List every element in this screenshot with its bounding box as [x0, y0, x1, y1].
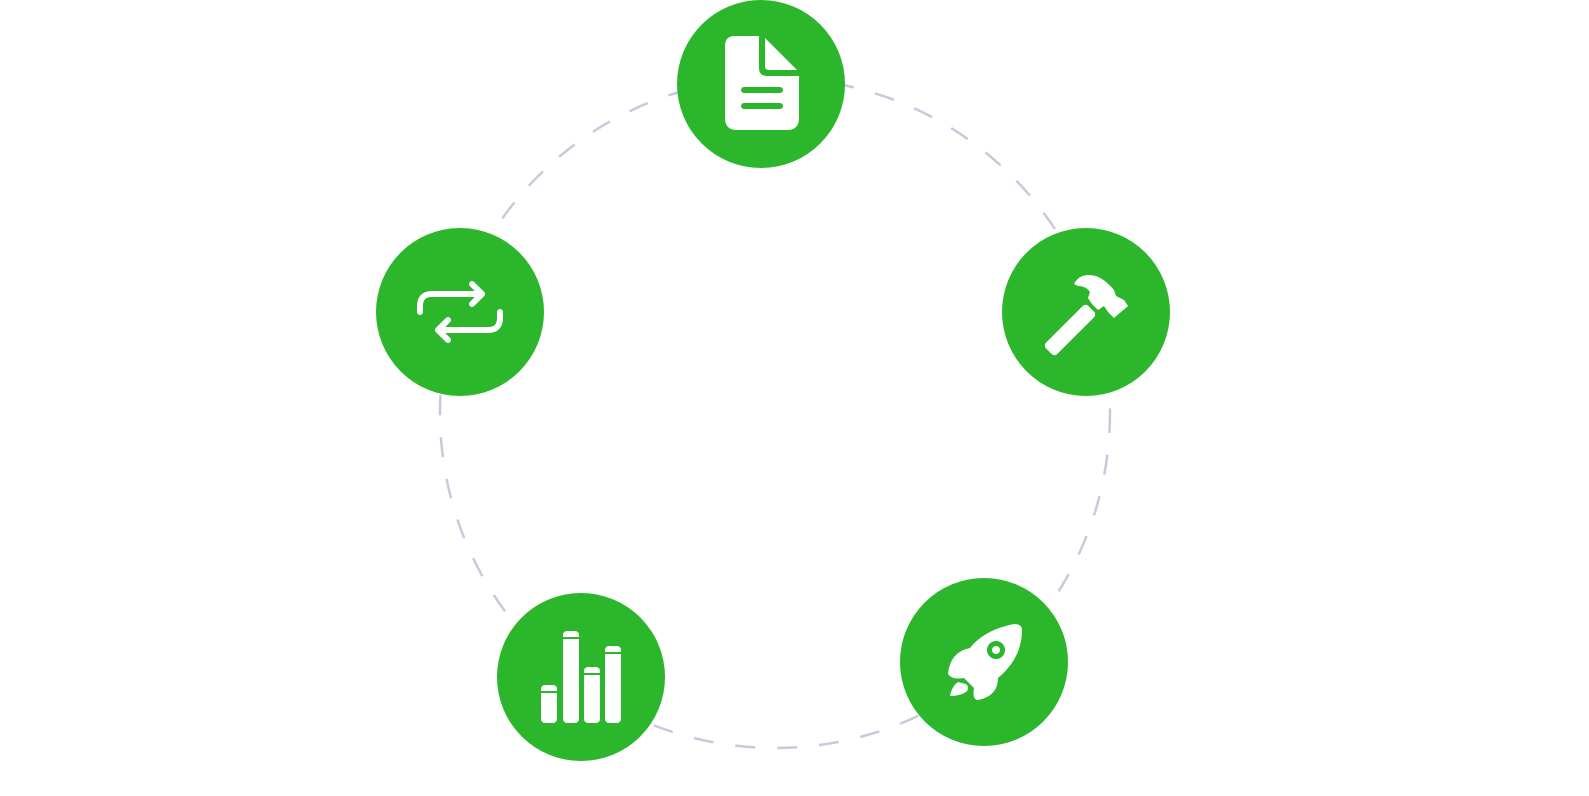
launch-node[interactable] [900, 578, 1068, 746]
analytics-node[interactable] [497, 593, 665, 761]
swap-arrows-icon [417, 281, 503, 343]
rocket-icon [948, 624, 1022, 700]
sync-node[interactable] [376, 228, 544, 396]
hammer-icon [1044, 275, 1128, 356]
bar-chart-icon [541, 631, 621, 723]
document-icon [725, 36, 799, 130]
tools-node[interactable] [1002, 228, 1170, 396]
document-node[interactable] [677, 0, 845, 168]
